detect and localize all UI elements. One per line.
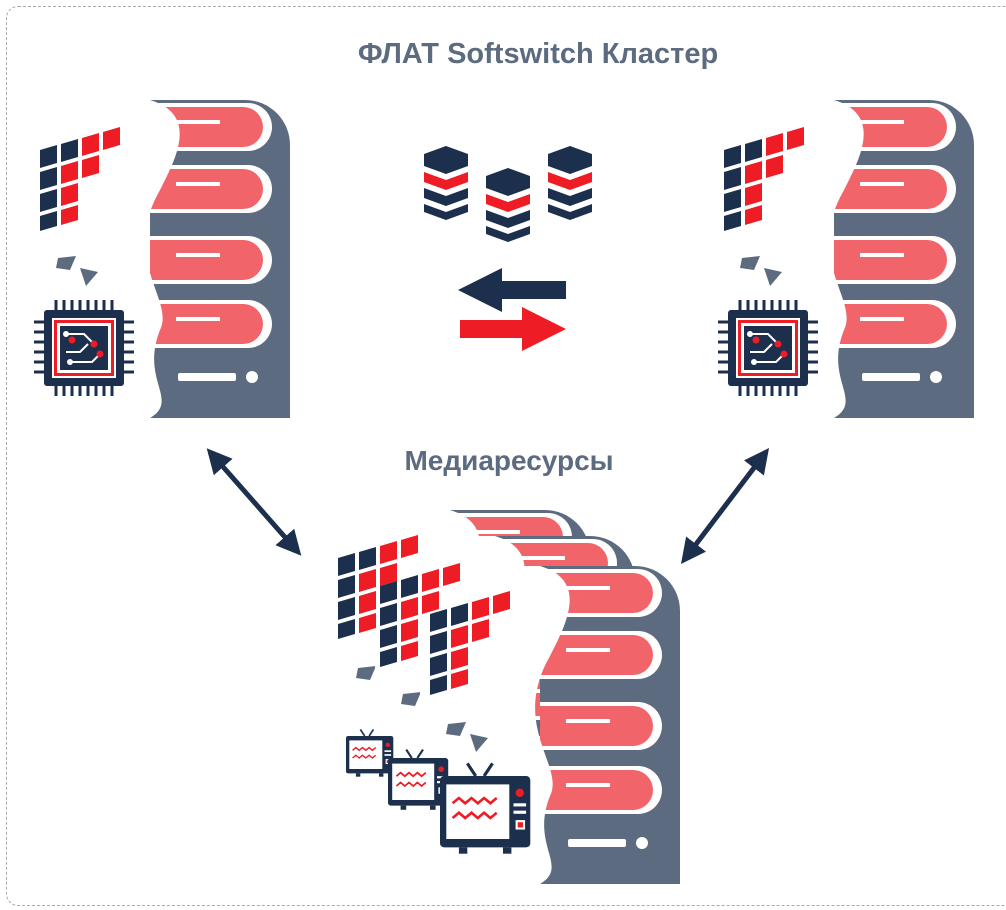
- database-stack-icon: [486, 168, 530, 242]
- tv-icon: [345, 728, 395, 778]
- tv-icon: [438, 761, 532, 856]
- tv-icon: [386, 748, 450, 811]
- database-stack-icon: [424, 146, 468, 220]
- cpu-chip-icon: [32, 298, 136, 398]
- double-arrow-icon: [206, 448, 302, 556]
- cpu-chip-icon: [716, 298, 820, 398]
- exchange-arrows-icon: [458, 268, 566, 351]
- media-resources-node: [330, 510, 680, 886]
- database-cluster: [424, 146, 592, 242]
- cluster-title: ФЛАТ Softswitch Кластер: [357, 38, 719, 70]
- left-server-node: [30, 100, 290, 420]
- database-stack-icon: [548, 146, 592, 220]
- right-server-node: [714, 100, 974, 420]
- diagram-frame: [6, 6, 1006, 906]
- media-resources-title: Медиаресурсы: [404, 445, 614, 476]
- double-arrow-icon: [680, 448, 770, 564]
